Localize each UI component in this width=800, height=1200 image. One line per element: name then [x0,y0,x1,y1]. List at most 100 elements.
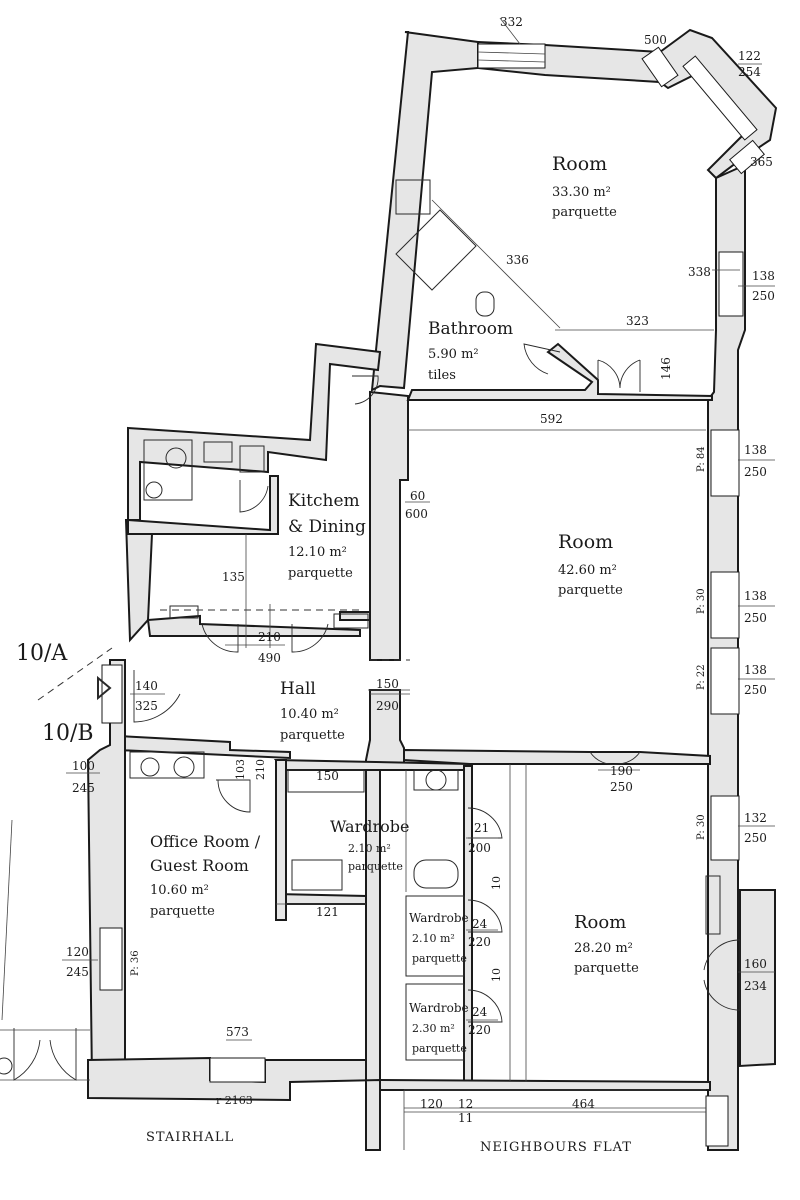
window-bay-1 [641,46,679,88]
neighbours-label: NEIGHBOURS FLAT [480,1140,632,1155]
room-bathroom: Bathroom 5.90 m² tiles [428,319,513,383]
dim-122: 122 [738,49,761,63]
room-wardrobe-3: Wardrobe 2.30 m² parquette [409,1001,469,1055]
dim-11: 11 [458,1111,473,1125]
dim-p22: P: 22 [696,664,707,690]
room-wardrobe-3-name: Wardrobe [409,1001,469,1015]
door-upper-room [597,359,641,392]
room-middle-area: 42.60 m² [558,563,617,578]
dim-210-a: 210 [258,630,281,644]
door-office [216,779,251,813]
dim-190: 190 [610,764,633,778]
section-marker-b: 10/B [42,721,94,746]
dim-132: 132 [744,811,767,825]
dim-p36: P: 36 [130,950,141,976]
window-east-4 [710,647,740,715]
room-lower-area: 28.20 m² [574,941,633,956]
door-kitchen-top [352,375,379,405]
dim-500: 500 [644,33,667,47]
room-upper-area: 33.30 m² [552,185,611,200]
dim-10-b: 10 [490,968,503,982]
wall-right-balcony [739,889,776,1068]
window-bay-3 [729,139,765,175]
wall-hall-north [146,614,361,637]
room-hall: Hall 10.40 m² parquette [280,679,345,743]
dim-138-a: 138 [752,269,775,283]
room-lower: Room 28.20 m² parquette [574,912,639,976]
room-office-name2: Guest Room [150,856,249,875]
dim-140: 140 [135,679,158,693]
wardrobe-shelf [287,769,365,793]
dim-p30-b: P: 30 [696,814,707,840]
dim-10-a: 10 [490,876,503,890]
room-wardrobe-2: Wardrobe 2.10 m² parquette [409,911,469,965]
door-hall-a [201,623,239,653]
dim-24-b: 24 [472,1005,488,1019]
window-east-1 [718,251,744,317]
bathtub [395,209,477,291]
room-office-floor: parquette [150,904,215,919]
dim-245-a: 245 [72,781,95,795]
doors [0,343,741,1081]
dim-323: 323 [626,314,649,328]
door-hall-b [291,623,329,653]
wardrobe-tub [413,859,459,889]
dim-600: 600 [405,507,428,521]
walls [86,28,778,1151]
room-wardrobe-main-area: 2.10 m² [348,842,391,855]
toilet-bath [475,291,495,317]
dim-365: 365 [750,155,773,169]
dim-210-b: 210 [254,759,267,780]
window-east-2 [710,429,740,497]
dim-336: 336 [506,253,529,267]
office-cabinet [129,751,205,779]
dim-p84: P: 84 [696,446,707,472]
door-wardrobe-main [467,807,503,839]
dim-r2163: r 2163 [216,1094,253,1107]
section-marker-a: 10/A [16,641,68,666]
dim-220-b: 220 [468,1023,491,1037]
dim-138-d: 138 [744,663,767,677]
windows [99,43,765,1147]
room-hall-floor: parquette [280,728,345,743]
window-west-2 [99,927,123,991]
dim-338: 338 [688,265,711,279]
room-wardrobe-main: Wardrobe 2.10 m² parquette [330,817,409,873]
door-wardrobe-2 [467,899,503,933]
dim-150-a: 150 [376,677,399,691]
dim-250-e: 250 [610,780,633,794]
wall-bottom-band [379,1078,711,1091]
room-middle: Room 42.60 m² parquette [558,531,623,598]
room-office-area: 10.60 m² [150,883,209,898]
wardrobe-sink [413,769,459,791]
kitchen-counter-right [333,613,369,629]
dim-160: 160 [744,957,767,971]
stairhall-label: STAIRHALL [146,1130,234,1145]
room-bathroom-floor: tiles [428,368,456,383]
room-hall-name: Hall [280,679,316,699]
dim-573: 573 [226,1025,249,1039]
room-wardrobe-3-floor: parquette [412,1042,467,1055]
room-wardrobe-2-name: Wardrobe [409,911,469,925]
dim-200: 200 [468,841,491,855]
dim-12: 12 [458,1097,473,1111]
dim-325: 325 [135,699,158,713]
dim-245-b: 245 [66,965,89,979]
room-kitchen-area: 12.10 m² [288,545,347,560]
room-middle-name: Room [558,531,613,553]
counter-kitchen [239,445,265,473]
wall-wardrobe-south [275,892,367,905]
room-office-name: Office Room / [150,832,261,851]
room-kitchen-floor: parquette [288,566,353,581]
sink-kitchen [203,441,233,463]
room-kitchen-name2: & Dining [288,517,366,537]
room-office: Office Room / Guest Room 10.60 m² parque… [150,832,261,919]
door-stairhall [13,1028,77,1081]
shower-kitchen [143,439,193,501]
wall-wardrobe-west [275,759,287,921]
dim-60: 60 [410,489,425,503]
dim-21: 21 [474,821,489,835]
dim-p30-a: P: 30 [696,588,707,614]
room-bathroom-name: Bathroom [428,319,513,339]
